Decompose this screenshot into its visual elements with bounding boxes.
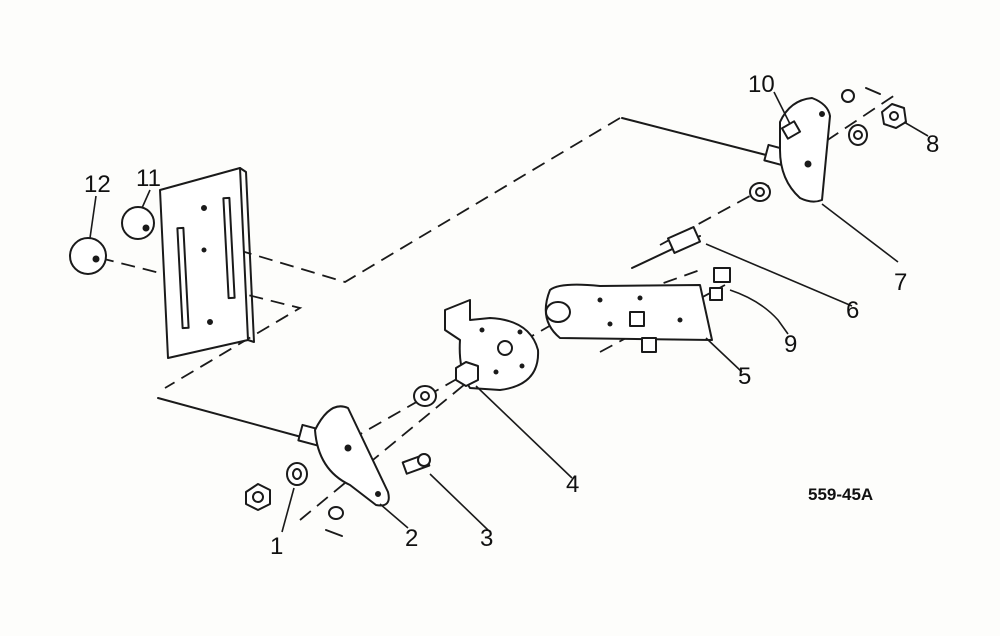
callout-8: 8 xyxy=(926,131,939,158)
bracket-plate xyxy=(413,299,540,407)
callout-3: 3 xyxy=(480,525,493,552)
callout-5: 5 xyxy=(738,363,751,390)
knob-large xyxy=(69,237,107,275)
callout-1: 1 xyxy=(270,533,283,560)
washer-small xyxy=(325,506,344,537)
callout-12: 12 xyxy=(84,171,111,198)
callout-10: 10 xyxy=(748,71,775,98)
nut-upper xyxy=(881,103,907,129)
callout-7: 7 xyxy=(894,269,907,296)
rod-lower xyxy=(157,397,329,449)
knob-small xyxy=(121,206,155,240)
drawing-reference: 559-45A xyxy=(808,485,873,504)
leader-lines xyxy=(89,91,929,533)
washer-upper xyxy=(749,87,881,202)
callout-9: 9 xyxy=(784,331,797,358)
bracket xyxy=(544,283,713,353)
callout-2: 2 xyxy=(405,525,418,552)
callout-11: 11 xyxy=(136,165,161,192)
lever-lower xyxy=(314,405,390,507)
pin xyxy=(780,120,802,140)
lever-upper xyxy=(779,97,831,203)
stud xyxy=(401,453,431,475)
bolt xyxy=(631,225,702,269)
callout-6: 6 xyxy=(846,297,859,324)
callout-labels: 1 2 3 4 5 6 7 8 9 10 11 12 xyxy=(84,71,939,560)
rod-upper xyxy=(621,117,795,169)
callout-4: 4 xyxy=(566,471,579,498)
slotted-plate xyxy=(159,167,255,359)
clip xyxy=(709,267,789,335)
nut-lower xyxy=(245,462,308,511)
